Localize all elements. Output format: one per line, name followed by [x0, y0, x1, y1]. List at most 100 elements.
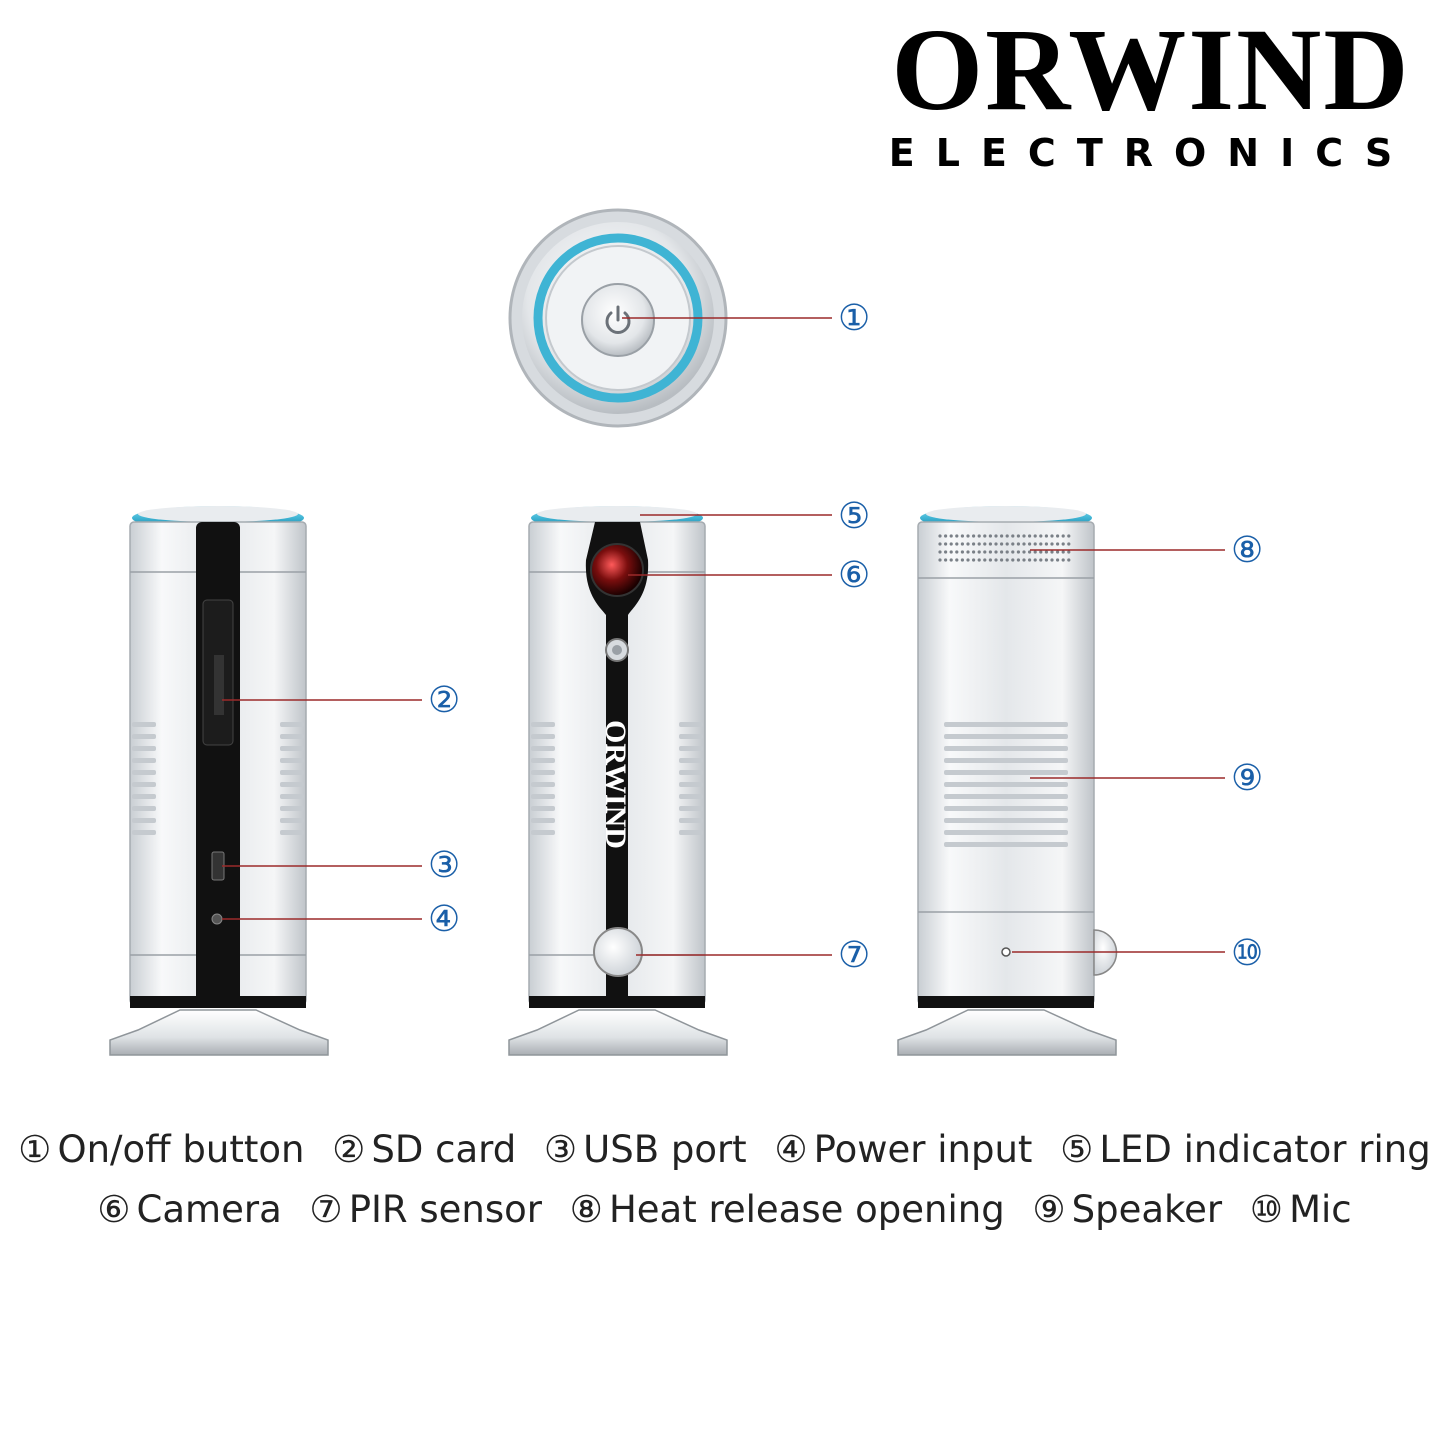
vent-dot	[983, 534, 987, 538]
power-icon	[605, 305, 631, 334]
vent-dot	[944, 558, 948, 562]
vent-dot	[1056, 558, 1060, 562]
vent-dot	[1044, 534, 1048, 538]
vent-dot	[938, 558, 942, 562]
vent-dot	[1016, 558, 1021, 562]
device-front-view: ORWIND	[508, 506, 728, 1056]
vent-dot	[938, 534, 942, 538]
vent-dot	[1005, 550, 1009, 554]
vent-dot	[960, 558, 965, 562]
vent-dot	[938, 550, 942, 554]
legend-label-camera: Camera	[136, 1188, 282, 1231]
callout-4: ④	[428, 899, 460, 940]
vent-dot	[1067, 534, 1071, 538]
legend-label-on-off: On/off button	[57, 1128, 305, 1171]
vent-dot	[1016, 542, 1021, 546]
legend-num: ⑥	[97, 1188, 131, 1231]
camera-lens	[590, 543, 644, 597]
vent-dot	[1016, 550, 1021, 554]
vent-dot	[1067, 558, 1071, 562]
vent-dot	[1011, 542, 1015, 546]
legend-label-usb-port: USB port	[583, 1128, 747, 1171]
vent-dot	[994, 550, 998, 554]
vent-dot	[988, 550, 993, 554]
heat-release-vents	[938, 534, 1071, 562]
vent-dot	[972, 534, 976, 538]
legend-num: ⑨	[1032, 1188, 1066, 1231]
legend-num: ①	[18, 1128, 52, 1171]
callout-numbers: ① ② ③ ④ ⑤ ⑥ ⑦ ⑧ ⑨ ⑩	[428, 298, 1263, 976]
vent-dot	[1028, 558, 1032, 562]
vent-dot	[1061, 534, 1065, 538]
vent-dot	[1005, 534, 1009, 538]
vent-dot	[1050, 534, 1054, 538]
vent-dot	[955, 558, 959, 562]
vent-dot	[1050, 558, 1054, 562]
vent-dot	[1000, 542, 1004, 546]
vent-dot	[1016, 534, 1021, 538]
stand-base	[109, 1009, 329, 1056]
brand-logo: ORWIND ELECTRONICS	[861, 0, 1441, 190]
legend-num: ③	[543, 1128, 578, 1171]
legend-num: ⑧	[569, 1188, 603, 1231]
vent-dot	[977, 550, 981, 554]
vent-dot	[949, 534, 953, 538]
legend-label-mic: Mic	[1289, 1188, 1352, 1231]
vent-dot	[966, 534, 970, 538]
callout-9: ⑨	[1231, 758, 1263, 799]
callout-8: ⑧	[1231, 530, 1263, 571]
legend-num: ②	[332, 1128, 366, 1171]
vent-dot	[1033, 542, 1037, 546]
vent-dot	[1000, 558, 1004, 562]
front-stripe	[585, 522, 649, 1008]
legend-num: ⑩	[1249, 1188, 1284, 1231]
legend-label-led-ring: LED indicator ring	[1099, 1128, 1431, 1171]
vent-dot	[1044, 550, 1048, 554]
vent-dot	[1011, 558, 1015, 562]
vent-dot	[1067, 550, 1071, 554]
legend-num: ⑤	[1060, 1128, 1094, 1171]
vent-dot	[972, 550, 976, 554]
vent-dot	[1022, 534, 1026, 538]
vent-dot	[1033, 558, 1037, 562]
vent-dot	[1061, 542, 1065, 546]
side-stripe	[196, 522, 240, 1008]
vent-dot	[1039, 542, 1043, 546]
callout-7: ⑦	[838, 935, 870, 976]
legend-label-power-input: Power input	[813, 1128, 1033, 1171]
vent-dot	[955, 542, 959, 546]
device-body-logo: ORWIND	[599, 720, 632, 849]
vent-dot	[983, 550, 987, 554]
legend-label-sd-card: SD card	[371, 1128, 517, 1171]
vent-dot	[938, 542, 942, 546]
power-input-jack	[211, 913, 223, 925]
vent-dot	[994, 534, 998, 538]
device-side-view	[109, 506, 329, 1056]
vent-dot	[1028, 542, 1032, 546]
vent-dot	[983, 542, 987, 546]
legend-num: ⑦	[309, 1188, 343, 1231]
vent-dot	[944, 534, 948, 538]
legend-label-heat-release: Heat release opening	[608, 1188, 1005, 1231]
vent-dot	[1000, 534, 1004, 538]
callout-1: ①	[838, 298, 870, 339]
vent-dot	[1005, 542, 1009, 546]
vent-dot	[1044, 542, 1048, 546]
vent-dot	[1044, 558, 1048, 562]
vent-dot	[988, 558, 993, 562]
brand-name: ORWIND	[891, 4, 1411, 135]
vent-dot	[1022, 550, 1026, 554]
vent-dot	[1028, 550, 1032, 554]
vent-dot	[944, 550, 948, 554]
callout-5: ⑤	[838, 496, 870, 537]
speaker-grille	[944, 722, 1068, 847]
vent-dot	[966, 550, 970, 554]
vent-dot	[1005, 558, 1009, 562]
vent-dot	[966, 558, 970, 562]
vent-dot	[1022, 558, 1026, 562]
vent-dot	[994, 558, 998, 562]
vent-dot	[1011, 534, 1015, 538]
